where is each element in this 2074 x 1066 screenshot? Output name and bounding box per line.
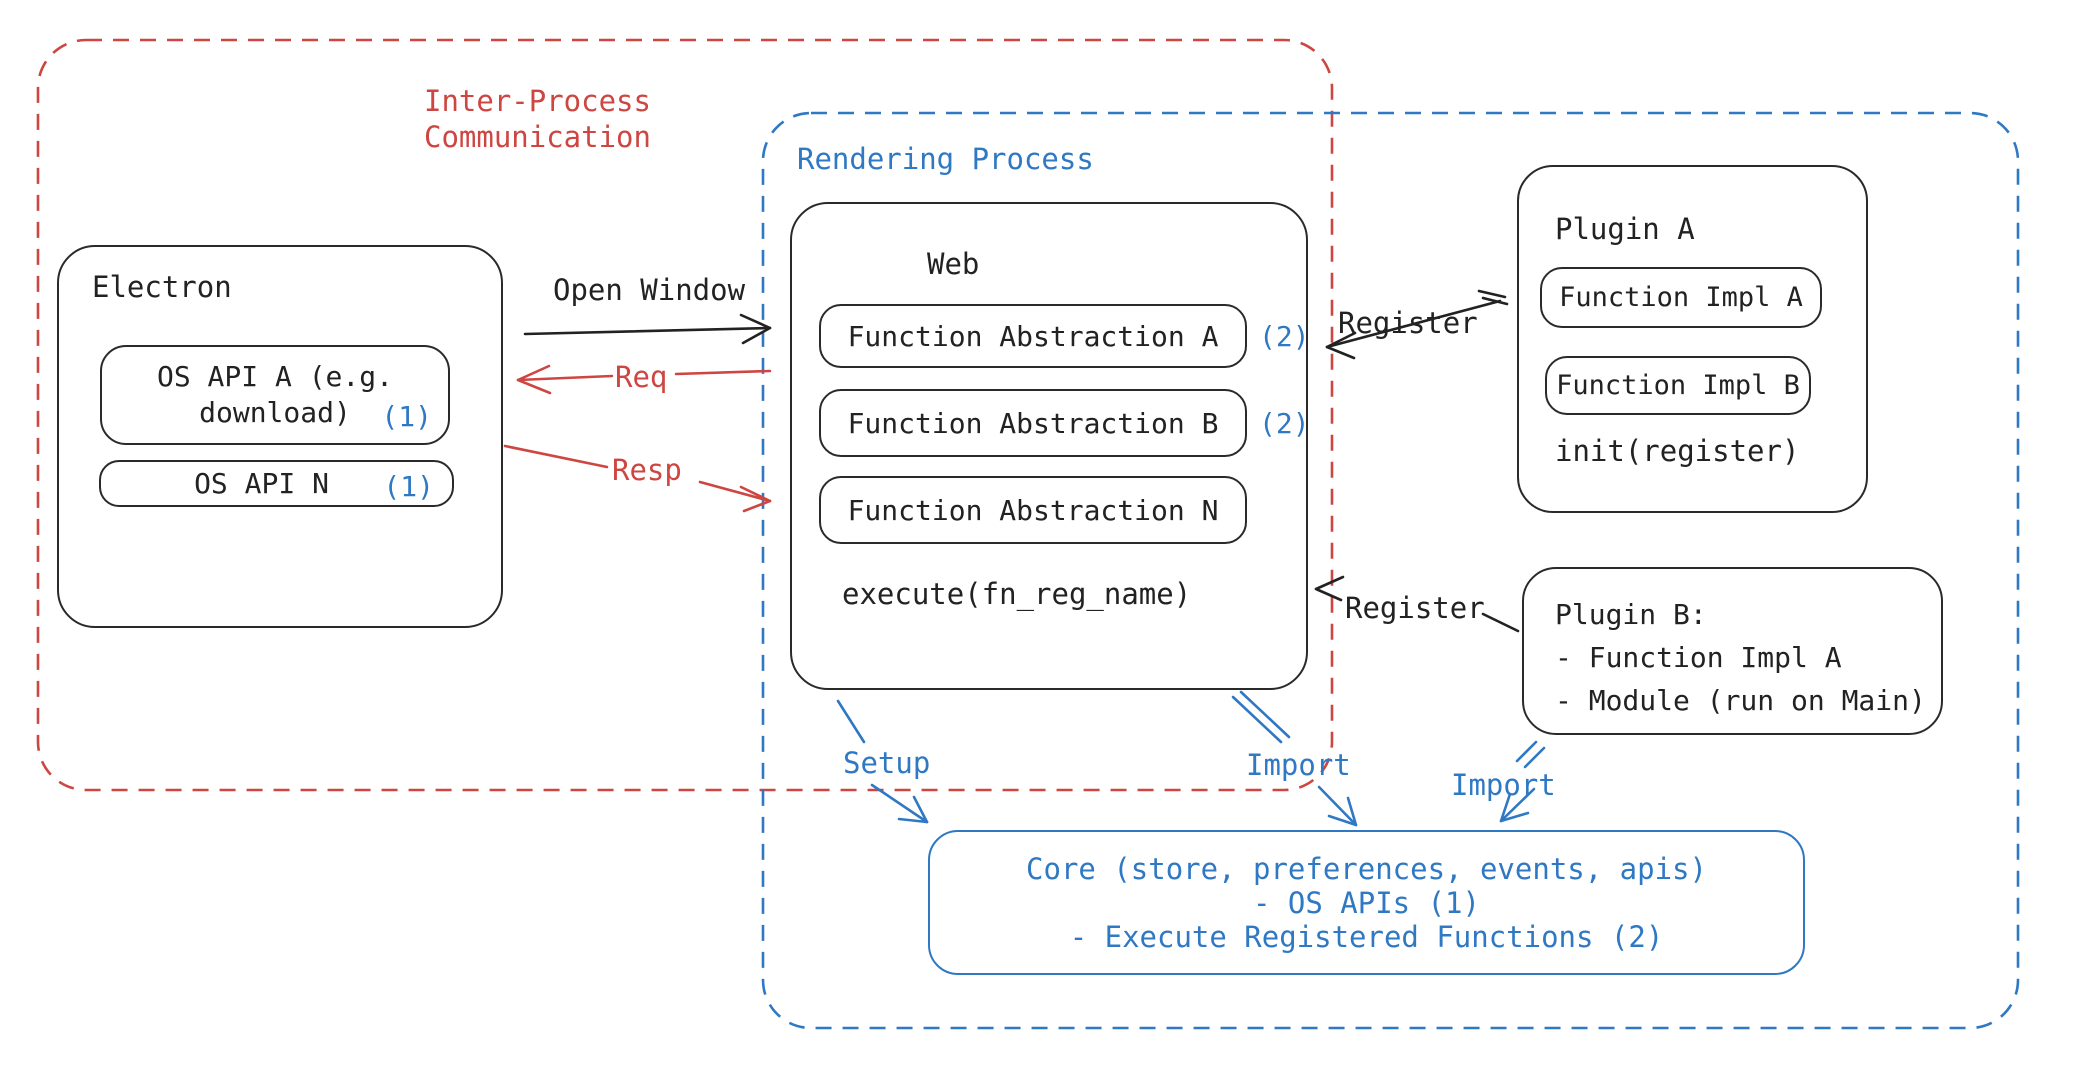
import-web-label: Import xyxy=(1246,748,1351,782)
core-line-os-apis: - OS APIs (1) xyxy=(1253,885,1480,920)
function-abstraction-n-label: Function Abstraction N xyxy=(847,493,1219,527)
core-line-execute: - Execute Registered Functions (2) xyxy=(1069,919,1664,954)
function-abstraction-b-label: Function Abstraction B xyxy=(847,406,1219,440)
electron-title: Electron xyxy=(92,270,232,304)
import-plugin-label: Import xyxy=(1451,768,1556,802)
function-impl-b-box: Function Impl B xyxy=(1545,356,1811,415)
function-abstraction-a-label: Function Abstraction A xyxy=(847,319,1219,353)
open-window-arrow xyxy=(523,313,772,345)
os-api-n-box: OS API N (1) xyxy=(99,460,454,507)
plugin-a-init-label: init(register) xyxy=(1555,434,1800,468)
register-a-label: Register xyxy=(1338,306,1478,340)
function-abstraction-a-badge: (2) xyxy=(1259,319,1310,353)
function-abstraction-b-box: Function Abstraction B xyxy=(819,389,1247,457)
setup-label: Setup xyxy=(843,746,931,780)
plugin-b-box: Plugin B: - Function Impl A - Module (ru… xyxy=(1522,567,1943,735)
web-box: Web Function Abstraction A (2) Function … xyxy=(790,202,1310,690)
function-abstraction-n-row: Function Abstraction N xyxy=(819,476,1319,544)
rendering-region-label: Rendering Process xyxy=(797,142,1094,176)
open-window-label: Open Window xyxy=(553,273,746,307)
ipc-region-label: Inter-Process Communication xyxy=(424,84,651,154)
os-api-a-box: OS API A (e.g. download) (1) xyxy=(100,345,450,445)
function-abstraction-b-badge: (2) xyxy=(1259,406,1310,440)
plugin-b-line-impl: - Function Impl A xyxy=(1555,641,1842,674)
plugin-b-line-module: - Module (run on Main) xyxy=(1555,684,1926,717)
register-b-label: Register xyxy=(1345,591,1485,625)
web-title: Web xyxy=(927,247,980,281)
function-impl-a-label: Function Impl A xyxy=(1559,282,1803,313)
core-line-title: Core (store, preferences, events, apis) xyxy=(1026,851,1707,886)
resp-label: Resp xyxy=(612,453,682,487)
electron-box: Electron OS API A (e.g. download) (1) OS… xyxy=(57,245,503,628)
web-execute-label: execute(fn_reg_name) xyxy=(842,577,1192,611)
core-box: Core (store, preferences, events, apis) … xyxy=(928,830,1805,975)
req-label: Req xyxy=(615,360,668,394)
function-abstraction-n-box: Function Abstraction N xyxy=(819,476,1247,544)
plugin-a-box: Plugin A Function Impl A Function Impl B… xyxy=(1517,165,1868,513)
function-impl-b-label: Function Impl B xyxy=(1556,370,1800,401)
function-abstraction-a-box: Function Abstraction A xyxy=(819,304,1247,368)
os-api-n-badge: (1) xyxy=(383,470,434,503)
os-api-n-label: OS API N xyxy=(194,466,329,500)
os-api-a-label: OS API A (e.g. download) xyxy=(156,360,393,429)
plugin-a-title: Plugin A xyxy=(1555,212,1695,246)
os-api-a-badge: (1) xyxy=(381,400,432,433)
function-abstraction-b-row: Function Abstraction B (2) xyxy=(819,389,1319,457)
function-abstraction-a-row: Function Abstraction A (2) xyxy=(819,304,1319,368)
function-impl-a-box: Function Impl A xyxy=(1540,267,1822,328)
plugin-b-line-title: Plugin B: xyxy=(1555,598,1707,631)
